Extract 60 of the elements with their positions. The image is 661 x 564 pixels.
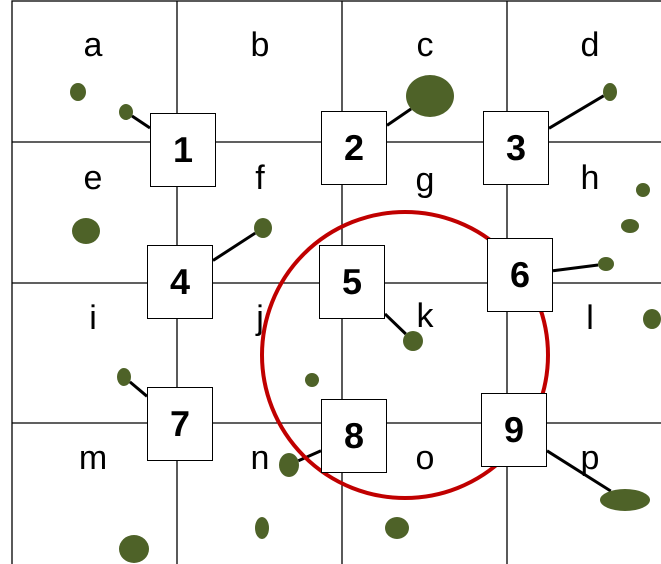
dot [119, 104, 133, 120]
cell-letter: g [416, 163, 434, 197]
numbered-box [319, 245, 385, 319]
numbered-box [321, 111, 387, 185]
leader-line [298, 449, 322, 462]
leader-line [386, 108, 412, 127]
numbered-box [147, 387, 213, 461]
dot [385, 517, 409, 539]
box-number: 8 [344, 418, 364, 454]
box-number: 6 [510, 257, 530, 293]
dot [403, 331, 423, 351]
cell-letter: h [580, 161, 600, 195]
cell-letter: m [78, 441, 108, 475]
numbered-box [483, 111, 549, 185]
leader-line [552, 264, 598, 272]
cell-letter: d [580, 28, 600, 62]
cell-letter: e [84, 161, 102, 195]
leader-line [212, 232, 256, 262]
cell-letter: a [84, 28, 102, 62]
dot [643, 309, 661, 329]
cell-letter: b [250, 28, 270, 62]
dot [279, 453, 299, 477]
cell-letter: f [255, 161, 265, 195]
dot [598, 257, 614, 271]
numbered-box [481, 393, 547, 467]
numbered-box [150, 113, 216, 187]
leader-line [128, 380, 148, 398]
dot [72, 218, 100, 244]
dot [254, 218, 272, 238]
box-number: 4 [170, 264, 190, 300]
cell-letter: i [89, 301, 97, 335]
numbered-box [321, 399, 387, 473]
box-number: 5 [342, 264, 362, 300]
box-number: 1 [172, 132, 194, 168]
dot [119, 535, 149, 563]
cell-letter: l [586, 301, 594, 335]
box-number: 2 [344, 130, 364, 166]
dot [305, 373, 319, 387]
dot [621, 219, 639, 233]
cell-letter: n [250, 441, 270, 475]
dot [255, 517, 269, 539]
dot [636, 183, 650, 197]
cell-letter: k [416, 299, 434, 333]
leader-line [548, 94, 604, 130]
dot [406, 75, 454, 117]
cell-letter: j [256, 301, 264, 335]
leader-line [384, 312, 407, 336]
dot [117, 368, 131, 386]
numbered-box [487, 238, 553, 312]
cell-letter: o [416, 441, 434, 475]
box-number: 3 [506, 130, 526, 166]
dot [603, 83, 617, 101]
box-number: 7 [170, 406, 190, 442]
leader-line [546, 450, 612, 492]
dot [70, 83, 86, 101]
cell-letter: c [416, 28, 434, 62]
numbered-box [147, 245, 213, 319]
dot [600, 489, 650, 511]
box-number: 9 [504, 412, 524, 448]
leader-line [131, 114, 151, 130]
